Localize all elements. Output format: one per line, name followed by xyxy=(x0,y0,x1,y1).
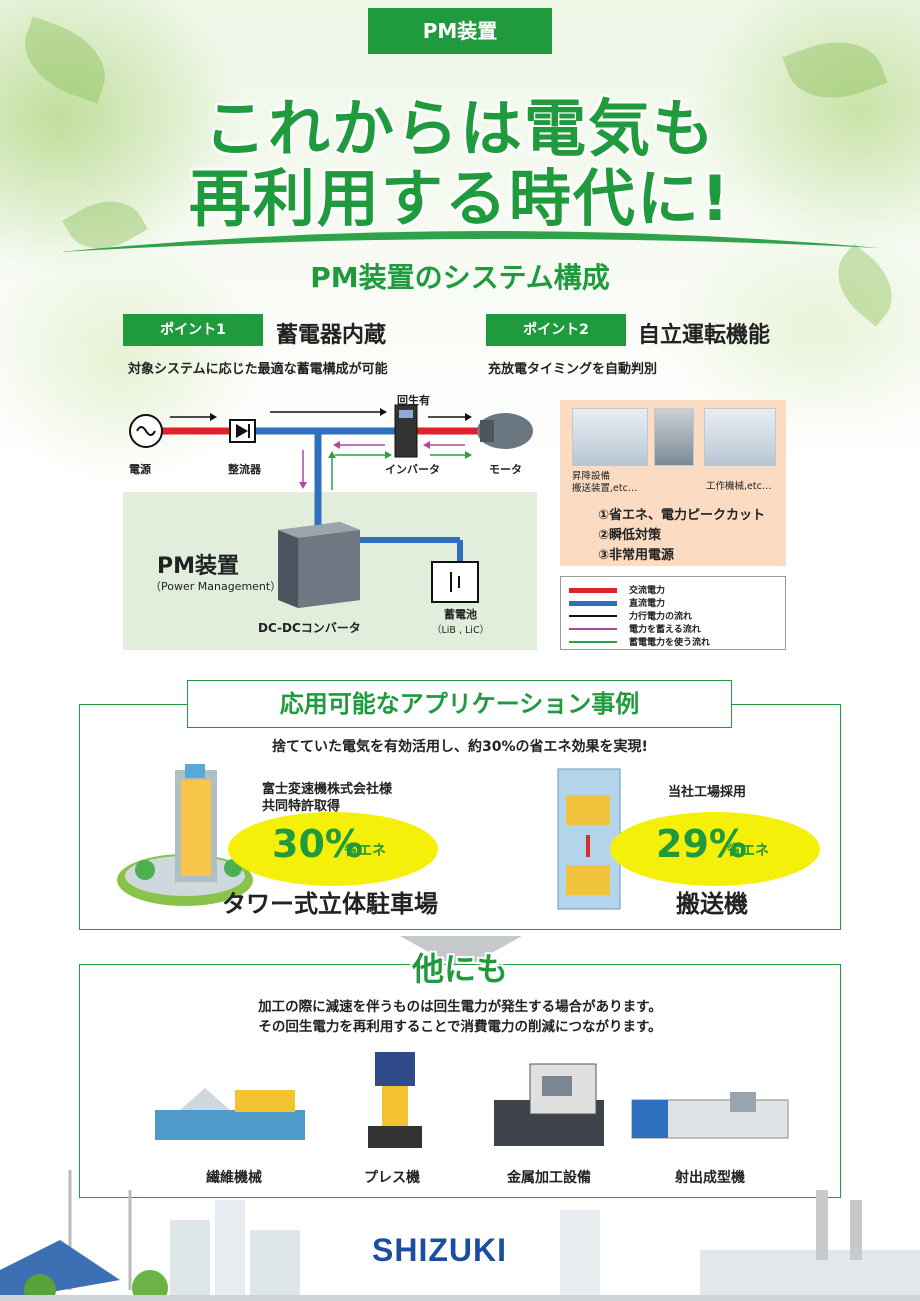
point1-tag: ポイント1 xyxy=(123,314,263,346)
dcdc-converter-label: DC-DCコンバータ xyxy=(258,621,361,635)
legend-swatch-ac xyxy=(569,588,617,593)
app-caption-1: 昇降設備 xyxy=(572,471,611,482)
point2-title: 自立運転機能 xyxy=(638,323,771,348)
legend-item: 力行電力の流れ xyxy=(569,609,779,622)
system-title: PM装置のシステム構成 xyxy=(310,261,610,294)
app-caption-1b: 搬送装置,etc… xyxy=(572,483,638,494)
point2-desc: 充放電タイミングを自動判別 xyxy=(488,362,658,377)
green-swoosh xyxy=(60,230,880,252)
press-machine-illustration xyxy=(368,1052,422,1148)
pm-device-label: PM装置 xyxy=(157,554,240,579)
app-caption-2: 工作機械,etc… xyxy=(706,481,772,492)
point2-tag: ポイント2 xyxy=(486,314,626,346)
others-title: 他にも xyxy=(411,950,508,988)
others-desc-1: 加工の際に減速を伴うものは回生電力が発生する場合があります。 xyxy=(258,999,662,1015)
case2-percent-label: 省エネ xyxy=(727,843,769,859)
down-arrow-icon xyxy=(400,936,522,970)
legend-swatch-powering xyxy=(569,615,617,617)
headline-line1: これからは電気も xyxy=(203,92,716,165)
case1-percent: 30% xyxy=(272,822,363,866)
legend-swatch-using xyxy=(569,641,617,643)
cases-lead: 捨てていた電気を有効活用し、約30%の省エネ効果を実現! xyxy=(272,739,648,755)
power-source-label: 電源 xyxy=(129,463,151,476)
point1-title: 蓄電器内蔵 xyxy=(276,323,387,348)
regen-label: 回生有 xyxy=(397,394,430,407)
legend: 交流電力 直流電力 力行電力の流れ 電力を蓄える流れ 蓄電電力を使う流れ xyxy=(560,576,786,650)
headline-line2: 再利用する時代に! xyxy=(188,162,732,235)
legend-item: 直流電力 xyxy=(569,596,779,609)
inverter-label: インバータ xyxy=(385,463,440,476)
application-panel: 昇降設備 搬送装置,etc… 工作機械,etc… xyxy=(560,400,786,566)
machine-label-injection: 射出成型機 xyxy=(675,1170,745,1186)
battery-label: 蓄電池 （LiB , LiC） xyxy=(432,608,490,636)
conveyor-illustration xyxy=(557,768,621,910)
benefit-3: ③非常用電源 xyxy=(598,548,675,563)
others-desc-2: その回生電力を再利用することで消費電力の削減につながります。 xyxy=(258,1019,662,1035)
case2-note: 当社工場採用 xyxy=(668,785,747,800)
case1-name: タワー式立体駐車場 xyxy=(222,890,438,918)
machine-label-press: プレス機 xyxy=(364,1170,420,1186)
others-frame xyxy=(79,964,841,1198)
machine-tool-photo xyxy=(704,408,776,466)
pm-device-sublabel: （Power Management） xyxy=(150,580,282,593)
legend-item: 電力を蓄える流れ xyxy=(569,622,779,635)
case1-note2: 共同特許取得 xyxy=(262,799,341,814)
lift-equipment-photo xyxy=(572,408,648,466)
system-diagram xyxy=(129,404,533,608)
benefit-1: ①省エネ、電力ピークカット xyxy=(598,508,766,523)
case2-highlight xyxy=(610,812,820,886)
building-photo xyxy=(654,408,694,466)
case1-percent-label: 省エネ xyxy=(344,843,386,859)
machine-label-textile: 繊維機械 xyxy=(206,1170,262,1186)
case2-percent: 29% xyxy=(656,822,747,866)
case2-name: 搬送機 xyxy=(676,890,748,918)
legend-item: 交流電力 xyxy=(569,583,779,596)
benefit-2: ②瞬低対策 xyxy=(598,528,662,543)
motor-label: モータ xyxy=(489,463,522,476)
parking-tower-illustration xyxy=(117,764,253,906)
machine-label-metalworking: 金属加工設備 xyxy=(507,1170,591,1186)
injection-molding-illustration xyxy=(631,1092,789,1139)
cases-title: 応用可能なアプリケーション事例 xyxy=(187,680,732,728)
metalworking-equipment-illustration xyxy=(494,1063,604,1146)
legend-item: 蓄電電力を使う流れ xyxy=(569,635,779,648)
point1-desc: 対象システムに応じた最適な蓄電構成が可能 xyxy=(128,362,388,377)
case1-note1: 富士変速機株式会社様 xyxy=(262,782,393,797)
footer-scenery xyxy=(0,1170,920,1301)
case1-highlight xyxy=(228,812,438,886)
shizuki-logo: SHIZUKI xyxy=(372,1232,507,1268)
legend-swatch-dc xyxy=(569,601,617,606)
legend-swatch-storing xyxy=(569,628,617,630)
category-tag: PM装置 xyxy=(368,8,552,54)
rectifier-label: 整流器 xyxy=(228,463,261,476)
textile-machine-illustration xyxy=(155,1088,305,1140)
